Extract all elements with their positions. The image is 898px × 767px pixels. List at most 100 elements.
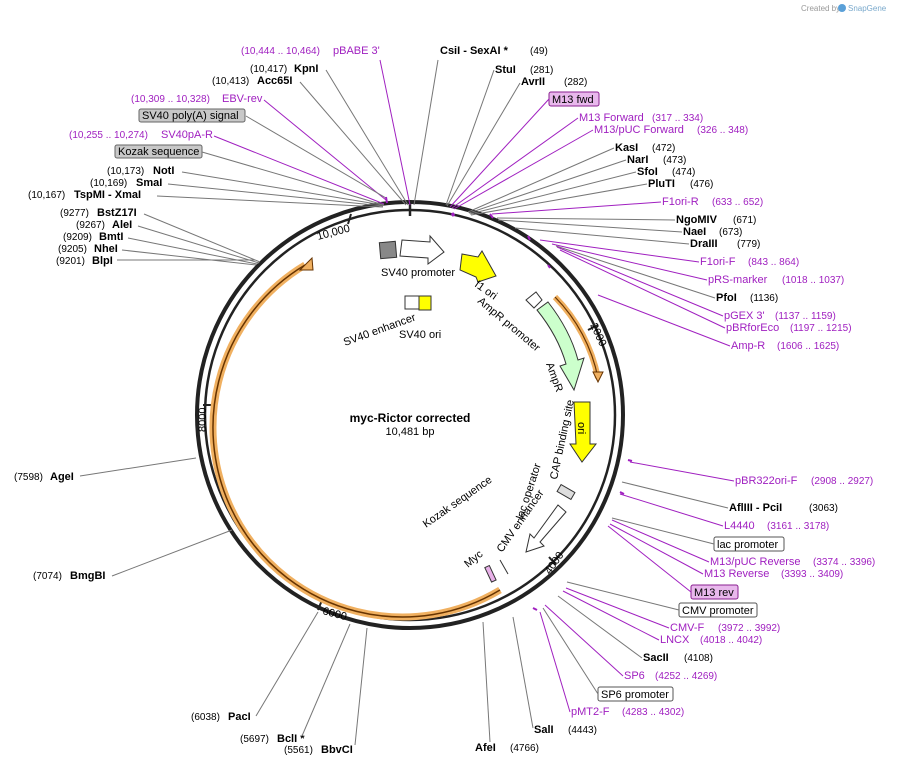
credit-brand: SnapGene xyxy=(848,4,887,13)
right-label-pos: (1606 .. 1625) xyxy=(777,341,839,352)
leader-line xyxy=(325,69,409,206)
right-label-pos: (3972 .. 3992) xyxy=(718,623,780,634)
right-label-pos: (474) xyxy=(672,167,695,178)
rictor-orf xyxy=(209,256,502,621)
tick-10000 xyxy=(347,213,352,225)
leader-line xyxy=(542,607,599,695)
leader-line xyxy=(449,98,550,208)
leader-line xyxy=(413,59,439,206)
left-label-pos: (5561) xyxy=(284,745,313,756)
leader-line xyxy=(121,249,257,266)
left-label-name: pBABE 3' xyxy=(333,45,380,57)
left-label-pos: (5697) xyxy=(240,734,269,745)
right-label-name: pGEX 3' xyxy=(724,310,765,322)
right-label-name: SalI xyxy=(534,724,554,736)
leader-line xyxy=(559,249,726,329)
sv40-ori-label: SV40 ori xyxy=(399,329,441,341)
left-label-pos: (9209) xyxy=(63,232,92,243)
leader-line xyxy=(181,171,384,206)
right-label-pos: (281) xyxy=(530,65,553,76)
leader-line xyxy=(514,227,690,245)
right-label-pos: (1018 .. 1037) xyxy=(782,275,844,286)
right-label-pos: (317 .. 334) xyxy=(652,113,703,124)
ori-arrow xyxy=(569,401,598,463)
leader-line xyxy=(263,99,387,201)
right-label-name: KasI xyxy=(615,142,638,154)
left-label-name: PacI xyxy=(228,711,251,723)
plasmid-name: myc-Rictor corrected xyxy=(350,411,471,425)
leader-line xyxy=(621,481,729,509)
right-label-name: DraIII xyxy=(690,238,718,250)
left-label-pos: (10,167) xyxy=(28,190,65,201)
right-label-name: M13 rev xyxy=(694,587,734,599)
right-label-name: pBR322ori-F xyxy=(735,475,798,487)
right-label-name: PfoI xyxy=(716,292,737,304)
right-label-pos: (282) xyxy=(564,77,587,88)
left-label-name: Acc65I xyxy=(257,75,292,87)
right-label-name: PluTI xyxy=(648,178,675,190)
leader-line xyxy=(551,243,708,281)
ampr-arrow xyxy=(536,301,585,392)
snapgene-logo-icon xyxy=(838,4,846,12)
leader-line xyxy=(445,69,495,206)
left-label-name: BclI * xyxy=(277,733,305,745)
leader-line xyxy=(469,171,637,215)
lac-promoter-arrow xyxy=(525,504,567,553)
right-label-name: LNCX xyxy=(660,634,690,646)
f1-ori-arrow xyxy=(459,250,497,283)
left-label-name: SV40 poly(A) signal xyxy=(142,110,239,122)
leader-line xyxy=(301,623,351,737)
leader-line xyxy=(467,147,615,213)
cap-binding-site-label: CAP binding site xyxy=(548,399,577,481)
ampr-promoter-feature xyxy=(525,291,543,309)
orf-arc-line xyxy=(212,264,501,618)
left-label-name: TspMI - XmaI xyxy=(74,189,141,201)
leader-line xyxy=(79,457,197,477)
right-label-name: NgoMIV xyxy=(676,214,718,226)
right-label-name: CMV promoter xyxy=(682,605,754,617)
leader-line xyxy=(539,611,571,713)
left-label-name: BlpI xyxy=(92,255,113,267)
leader-line xyxy=(562,590,660,641)
left-label-pos: (10,417) xyxy=(250,64,287,75)
left-labels: (10,444 .. 10,464) pBABE 3' (10,417) Kpn… xyxy=(14,45,411,756)
right-label-pos: (4252 .. 4269) xyxy=(655,671,717,682)
sv40-promoter-label: SV40 promoter xyxy=(381,267,455,279)
leader-line xyxy=(629,461,735,482)
right-label-pos: (1197 .. 1215) xyxy=(790,323,852,334)
left-label-name: Kozak sequence xyxy=(118,146,199,158)
left-label-name: KpnI xyxy=(294,63,318,75)
leader-line xyxy=(354,627,368,746)
left-label-name: NheI xyxy=(94,243,118,255)
left-label-pos: (10,309 .. 10,328) xyxy=(131,94,210,105)
right-label-name: pRS-marker xyxy=(708,274,768,286)
leader-line xyxy=(201,151,385,206)
leader-line xyxy=(379,59,411,206)
leader-line xyxy=(451,117,579,209)
left-label-name: SmaI xyxy=(136,177,162,189)
right-label-name: StuI xyxy=(495,64,516,76)
right-label-pos: (4766) xyxy=(510,743,539,754)
right-label-name: M13/pUC Forward xyxy=(594,124,684,136)
leader-line xyxy=(137,225,260,264)
right-label-pos: (3161 .. 3178) xyxy=(767,521,829,532)
right-label-pos: (476) xyxy=(690,179,713,190)
right-label-name: AflIII - PciI xyxy=(729,502,782,514)
right-label-name: SP6 promoter xyxy=(601,689,669,701)
right-label-pos: (1137 .. 1159) xyxy=(775,311,836,322)
right-label-name: pMT2-F xyxy=(571,706,610,718)
left-label-name: AgeI xyxy=(50,471,74,483)
right-label-pos: (4283 .. 4302) xyxy=(622,707,684,718)
sv40-promoter-arrow xyxy=(399,234,445,265)
right-label-name: SfoI xyxy=(637,166,658,178)
credit-prefix: Created by xyxy=(801,4,840,13)
right-label-name: M13 Forward xyxy=(579,112,644,124)
left-label-pos: (7598) xyxy=(14,472,43,483)
backbone-outer xyxy=(195,200,625,630)
right-label-pos: (326 .. 348) xyxy=(697,125,748,136)
primer-mark xyxy=(489,213,494,219)
left-label-pos: (9205) xyxy=(58,244,87,255)
leader-line xyxy=(619,493,724,527)
right-label-name: SP6 xyxy=(624,670,645,682)
left-label-name: AleI xyxy=(112,219,132,231)
